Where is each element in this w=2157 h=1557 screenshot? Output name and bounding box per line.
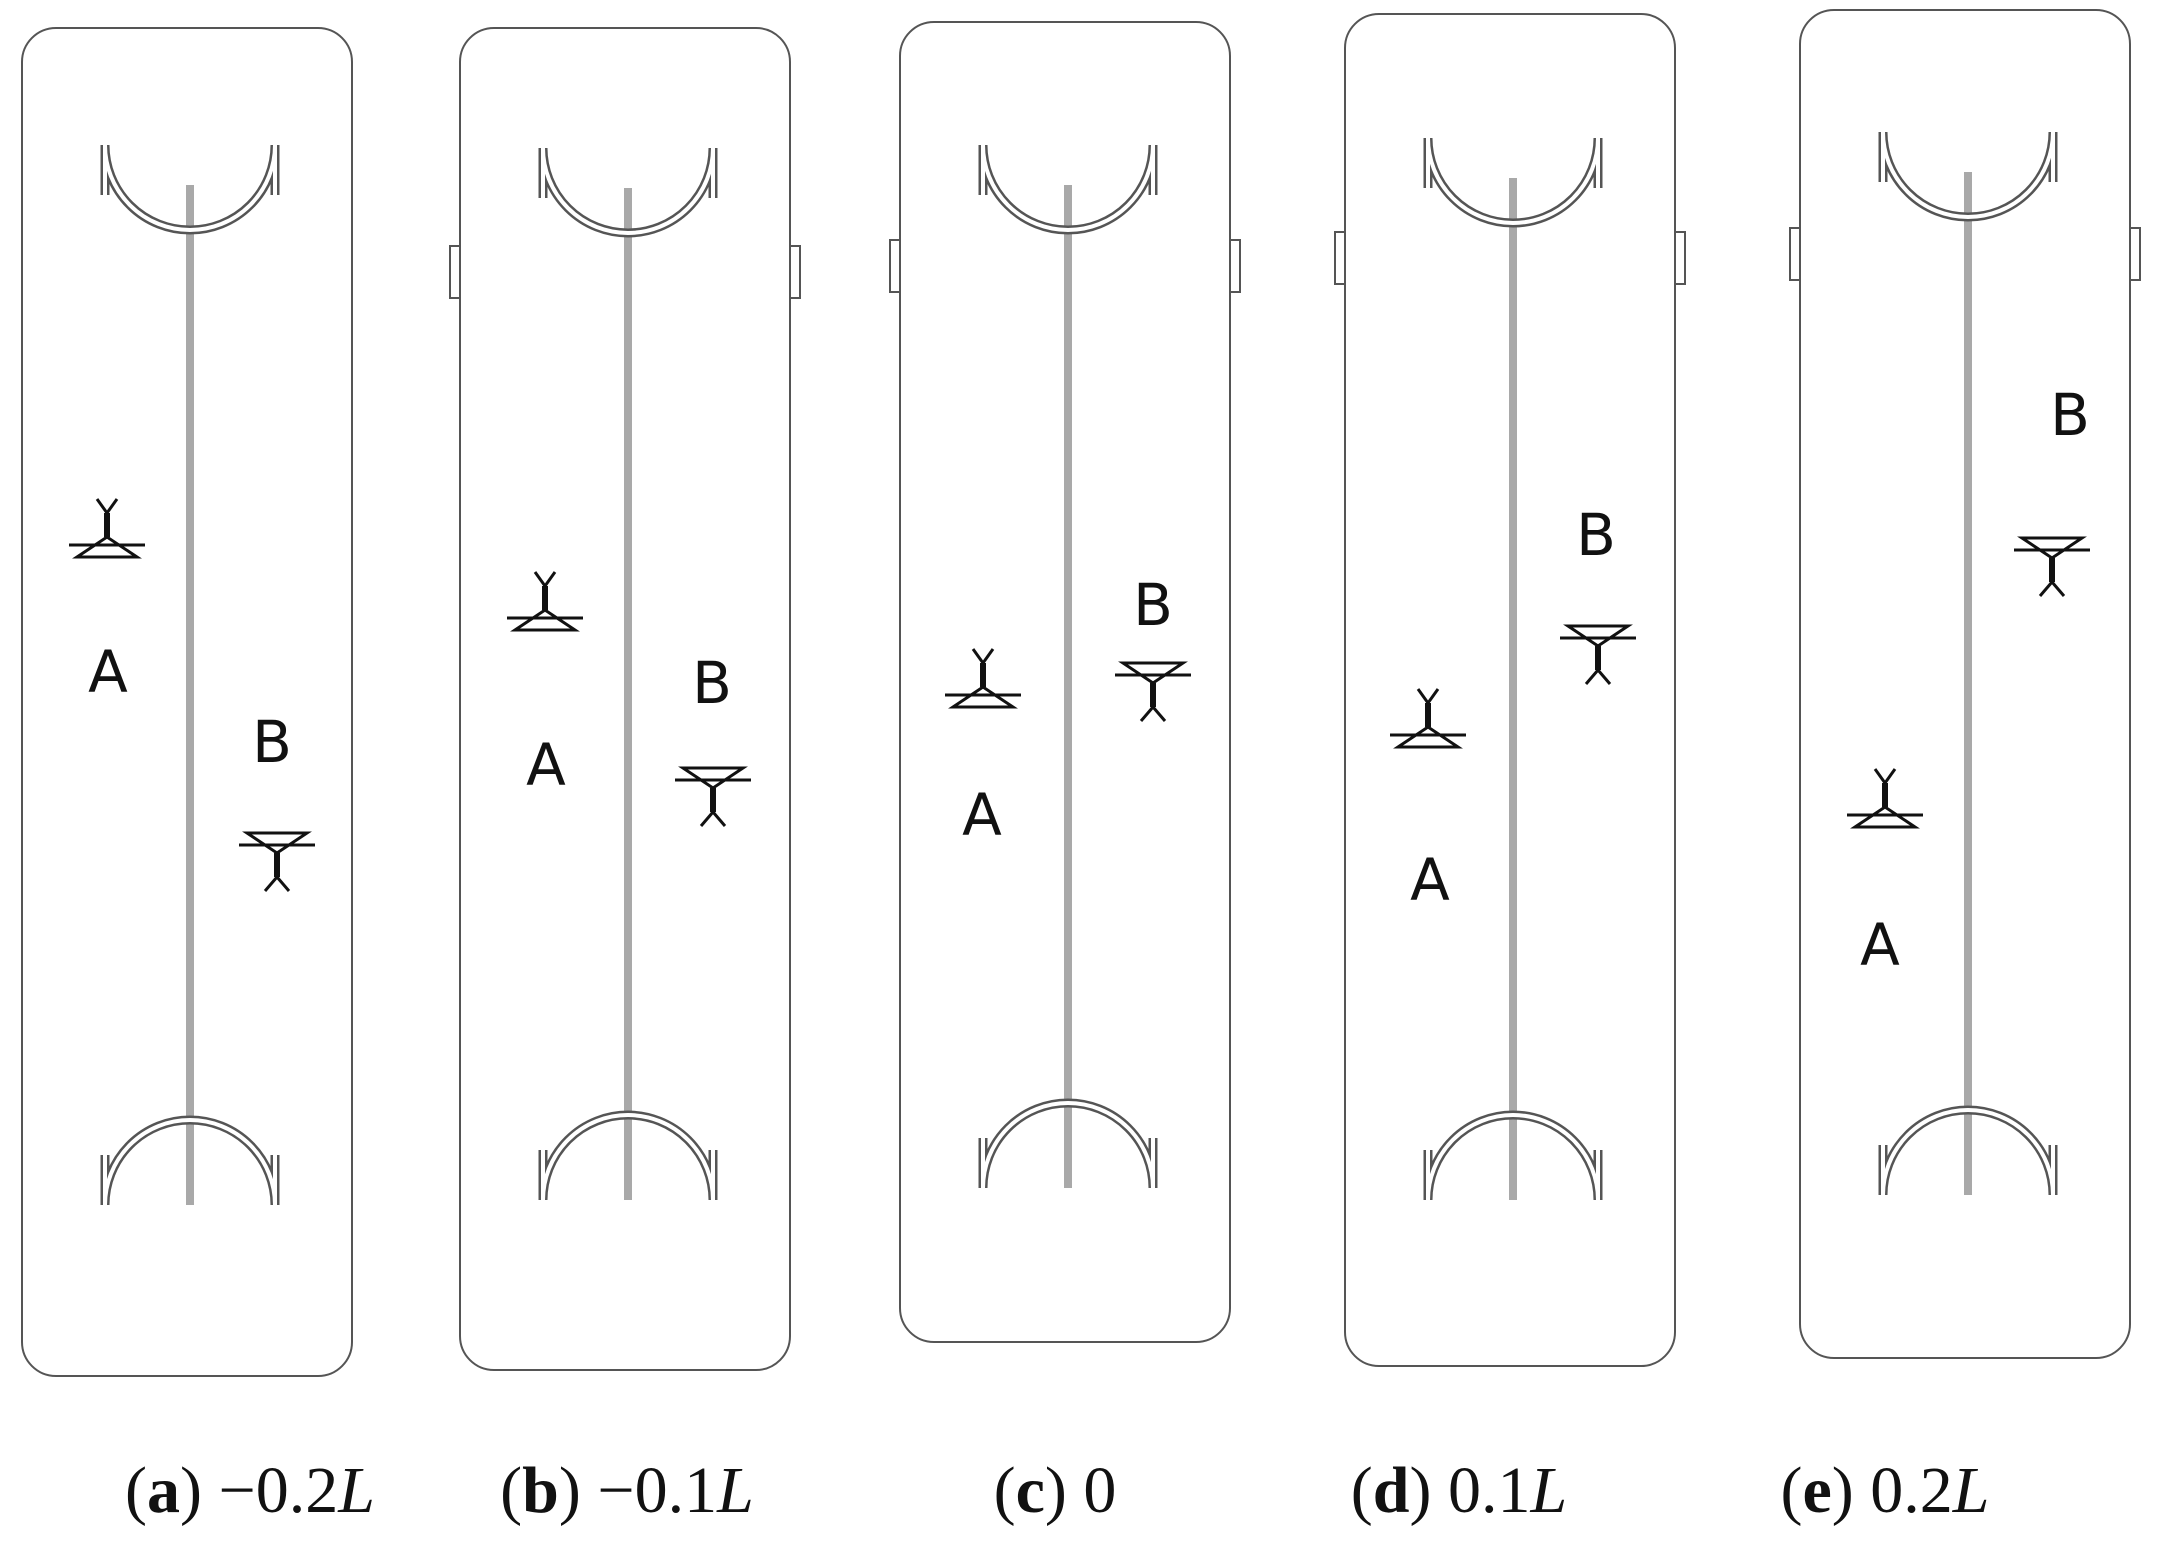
- point-a-symbol: [1847, 768, 1923, 829]
- point-a-fork-left: [533, 571, 547, 587]
- panel-label-d: (d) 0.1L: [1350, 1454, 1568, 1527]
- point-b-triangle: [242, 831, 312, 855]
- point-a-fork-right: [1426, 688, 1440, 704]
- side-tab-left: [889, 239, 901, 293]
- side-tab-right: [1229, 239, 1241, 293]
- point-b-fork-left: [1139, 706, 1155, 722]
- panel-e: AB: [1789, 9, 2141, 1359]
- point-b-fork-right: [275, 876, 291, 892]
- point-a-fork-left: [971, 648, 985, 664]
- point-a-fork-right: [1883, 768, 1897, 784]
- side-tab-left: [1789, 227, 1801, 281]
- point-b-label: B: [1576, 501, 1616, 569]
- top-hook-inner: [1426, 137, 1600, 225]
- point-b-fork-right: [2050, 581, 2066, 597]
- point-a-triangle: [948, 685, 1018, 709]
- point-b-fork-left: [699, 811, 715, 827]
- point-b-symbol: [675, 766, 751, 827]
- panel-b: AB: [449, 27, 801, 1371]
- point-a-triangle: [510, 608, 580, 632]
- panel-c: AB: [889, 21, 1241, 1343]
- point-a-fork-left: [1416, 688, 1430, 704]
- point-b-triangle: [1118, 661, 1188, 685]
- side-tab-right: [789, 245, 801, 299]
- top-hook-inner: [541, 147, 715, 235]
- point-a-symbol: [945, 648, 1021, 709]
- point-b-fork-left: [2038, 581, 2054, 597]
- point-b-symbol: [239, 831, 315, 892]
- bottom-hook-inner: [103, 1118, 277, 1206]
- point-b-symbol: [1115, 661, 1191, 722]
- panel-label-a: (a) −0.2L: [125, 1454, 375, 1527]
- point-b-label: B: [2050, 381, 2090, 449]
- point-b-fork-right: [711, 811, 727, 827]
- bottom-hook-inner: [541, 1113, 715, 1201]
- top-hook-inner: [103, 144, 277, 232]
- point-b-fork-left: [263, 876, 279, 892]
- point-b-triangle: [2017, 536, 2087, 560]
- point-b-triangle: [678, 766, 748, 790]
- bottom-hook-inner: [1881, 1108, 2055, 1196]
- point-a-triangle: [1393, 725, 1463, 749]
- point-b-fork-right: [1151, 706, 1167, 722]
- point-b-fork-right: [1596, 669, 1612, 685]
- point-b-label: B: [1133, 571, 1173, 639]
- panel-label-b: (b) −0.1L: [500, 1454, 754, 1527]
- bottom-hook-inner: [981, 1101, 1155, 1189]
- panel-d: AB: [1334, 13, 1686, 1367]
- point-a-symbol: [1390, 688, 1466, 749]
- point-a-label: A: [88, 638, 128, 706]
- point-a-label: A: [526, 731, 566, 799]
- bottom-hook-inner: [1426, 1113, 1600, 1201]
- point-a-label: A: [962, 781, 1002, 849]
- point-a-fork-left: [1873, 768, 1887, 784]
- point-b-triangle: [1563, 624, 1633, 648]
- point-b-symbol: [2014, 536, 2090, 597]
- point-a-triangle: [72, 535, 142, 559]
- point-b-symbol: [1560, 624, 1636, 685]
- side-tab-left: [449, 245, 461, 299]
- point-a-fork-right: [981, 648, 995, 664]
- point-a-fork-right: [543, 571, 557, 587]
- top-hook-inner: [1881, 131, 2055, 219]
- point-a-fork-left: [95, 498, 109, 514]
- panel-label-e: (e) 0.2L: [1780, 1454, 1990, 1527]
- point-a-symbol: [507, 571, 583, 632]
- side-tab-right: [2129, 227, 2141, 281]
- point-a-label: A: [1410, 846, 1450, 914]
- point-b-label: B: [692, 649, 732, 717]
- point-b-label: B: [252, 708, 292, 776]
- point-b-fork-left: [1584, 669, 1600, 685]
- panel-a: AB: [21, 27, 353, 1377]
- point-a-fork-right: [105, 498, 119, 514]
- side-tab-right: [1674, 231, 1686, 285]
- side-tab-left: [1334, 231, 1346, 285]
- top-hook-inner: [981, 144, 1155, 232]
- point-a-symbol: [69, 498, 145, 559]
- panel-label-c: (c) 0: [993, 1454, 1117, 1527]
- point-a-triangle: [1850, 805, 1920, 829]
- point-a-label: A: [1860, 911, 1900, 979]
